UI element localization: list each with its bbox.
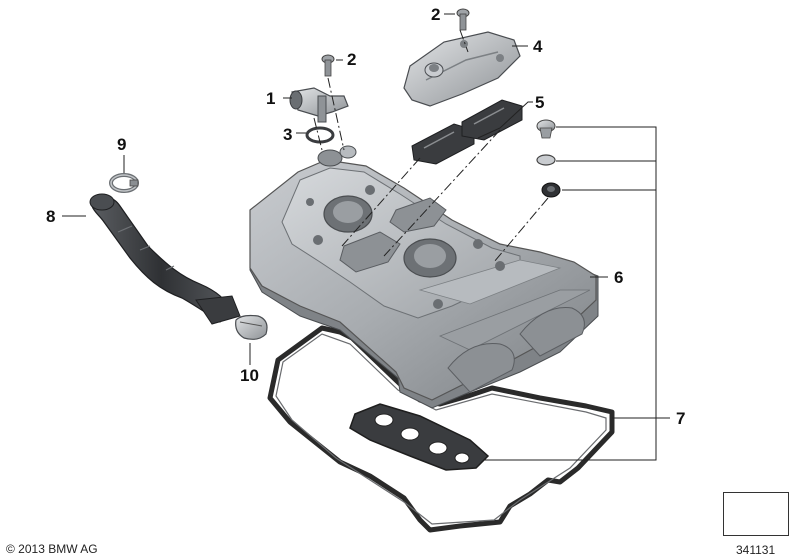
- callout-3: 3: [283, 125, 293, 144]
- cover-plate-gaskets: [411, 99, 523, 165]
- callout-8: 8: [46, 207, 56, 226]
- callout-2-lower: 2: [347, 50, 357, 69]
- cylinder-head-cover: [249, 145, 599, 409]
- hose-clamp-9: [109, 173, 139, 193]
- rubber-grommet: [541, 182, 561, 198]
- leader-lines: [62, 13, 670, 461]
- screw-2-lower: [321, 54, 335, 77]
- cover-plate: [403, 31, 521, 107]
- spark-plug-well-seal: [349, 403, 490, 471]
- callout-10: 10: [240, 366, 259, 385]
- o-ring: [305, 126, 335, 144]
- callout-9: 9: [117, 135, 127, 154]
- reference-box: [723, 492, 789, 536]
- callout-4: 4: [533, 37, 543, 56]
- mounting-stud: [536, 119, 556, 139]
- copyright-notice: © 2013 BMW AG: [6, 542, 98, 556]
- dash-dot-lines: [313, 29, 549, 263]
- callout-5: 5: [535, 93, 545, 112]
- callout-7: 7: [676, 409, 686, 428]
- breather-fitting: [289, 87, 349, 123]
- reference-number: 341131: [736, 543, 776, 557]
- breather-hose: [89, 193, 241, 325]
- screw-2-upper: [456, 8, 470, 31]
- callout-6: 6: [614, 268, 624, 287]
- callout-1: 1: [266, 89, 276, 108]
- hose-clamp-10: [235, 314, 268, 340]
- washer: [536, 154, 556, 166]
- callout-2-upper: 2: [431, 5, 441, 24]
